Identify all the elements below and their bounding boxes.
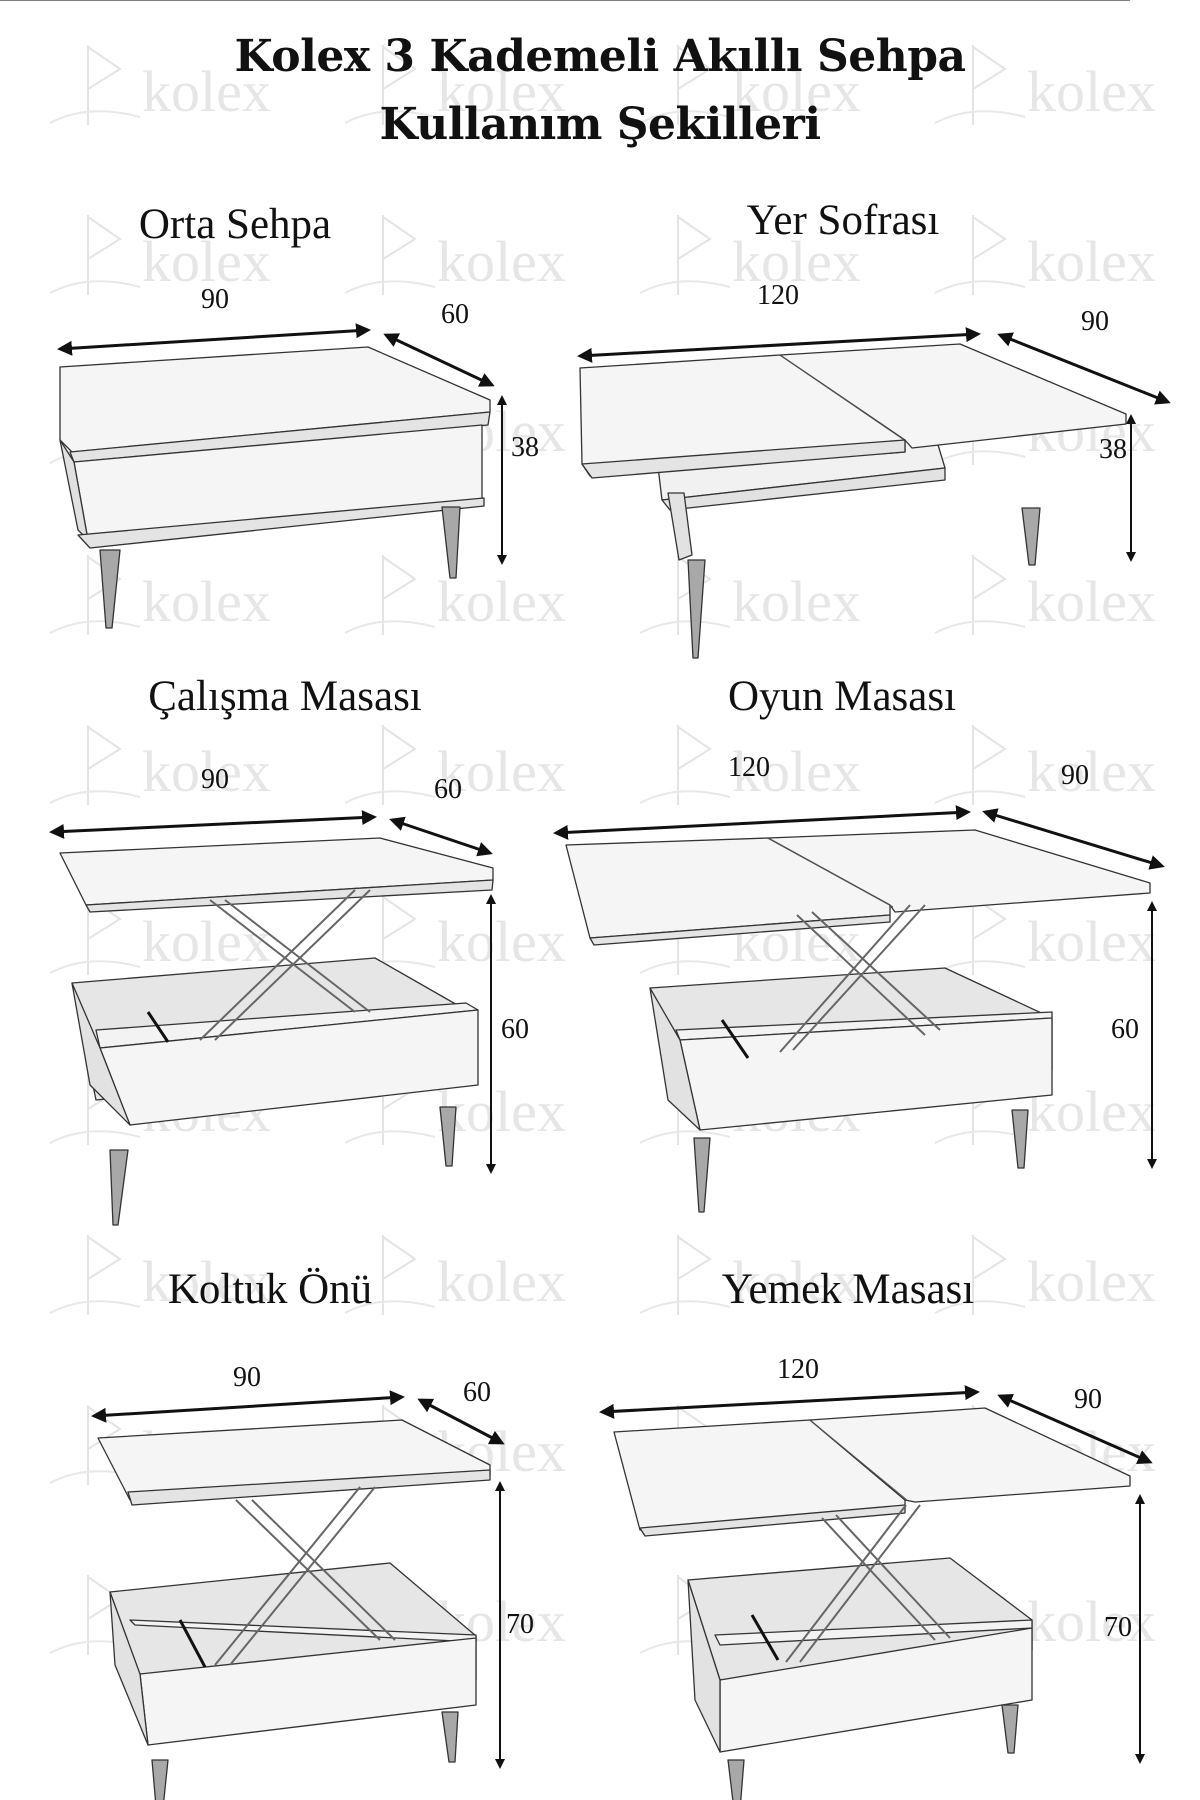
panel-title-orta-sehpa: Orta Sehpa: [138, 201, 332, 248]
panel-title-oyun-masasi: Oyun Masası: [727, 673, 957, 720]
calisma-masasi-drawing: [49, 810, 496, 1226]
oyun-masasi-drawing: [553, 805, 1165, 1213]
panel-title-yemek-masasi: Yemek Masası: [721, 1266, 975, 1313]
dimension-depth: 60: [441, 299, 469, 330]
panel-title-calisma-masasi: Çalışma Masası: [148, 673, 422, 720]
dimension-width: 120: [777, 1354, 819, 1385]
dimension-depth: 60: [463, 1377, 491, 1408]
dimension-height: 38: [1099, 434, 1127, 465]
dimension-width: 120: [757, 280, 799, 311]
panel-title-yer-sofrasi: Yer Sofrası: [746, 197, 940, 244]
dimension-depth: 90: [1061, 760, 1089, 791]
dimension-width: 120: [728, 752, 770, 783]
dimension-depth: 90: [1081, 306, 1109, 337]
yer-sofrasi-drawing: [0, 0, 1171, 659]
orta-sehpa-drawing: [57, 323, 507, 629]
dimension-height: 38: [511, 432, 539, 463]
page-title-line2: Kullanım Şekilleri: [379, 99, 821, 150]
panel-title-koltuk-onu: Koltuk Önü: [167, 1266, 373, 1313]
dimension-width: 90: [201, 284, 229, 315]
dimension-height: 60: [1111, 1014, 1139, 1045]
dimension-height: 60: [501, 1014, 529, 1045]
page-title-line1: Kolex 3 Kademeli Akıllı Sehpa: [234, 31, 966, 82]
dimension-height: 70: [1104, 1612, 1132, 1643]
yemek-masasi-drawing: [599, 1385, 1153, 1800]
dimension-depth: 90: [1074, 1384, 1102, 1415]
dimension-width: 90: [233, 1362, 261, 1393]
koltuk-onu-drawing: [91, 1390, 505, 1800]
dimension-width: 90: [201, 764, 229, 795]
dimension-height: 70: [506, 1609, 534, 1640]
dimension-depth: 60: [434, 774, 462, 805]
